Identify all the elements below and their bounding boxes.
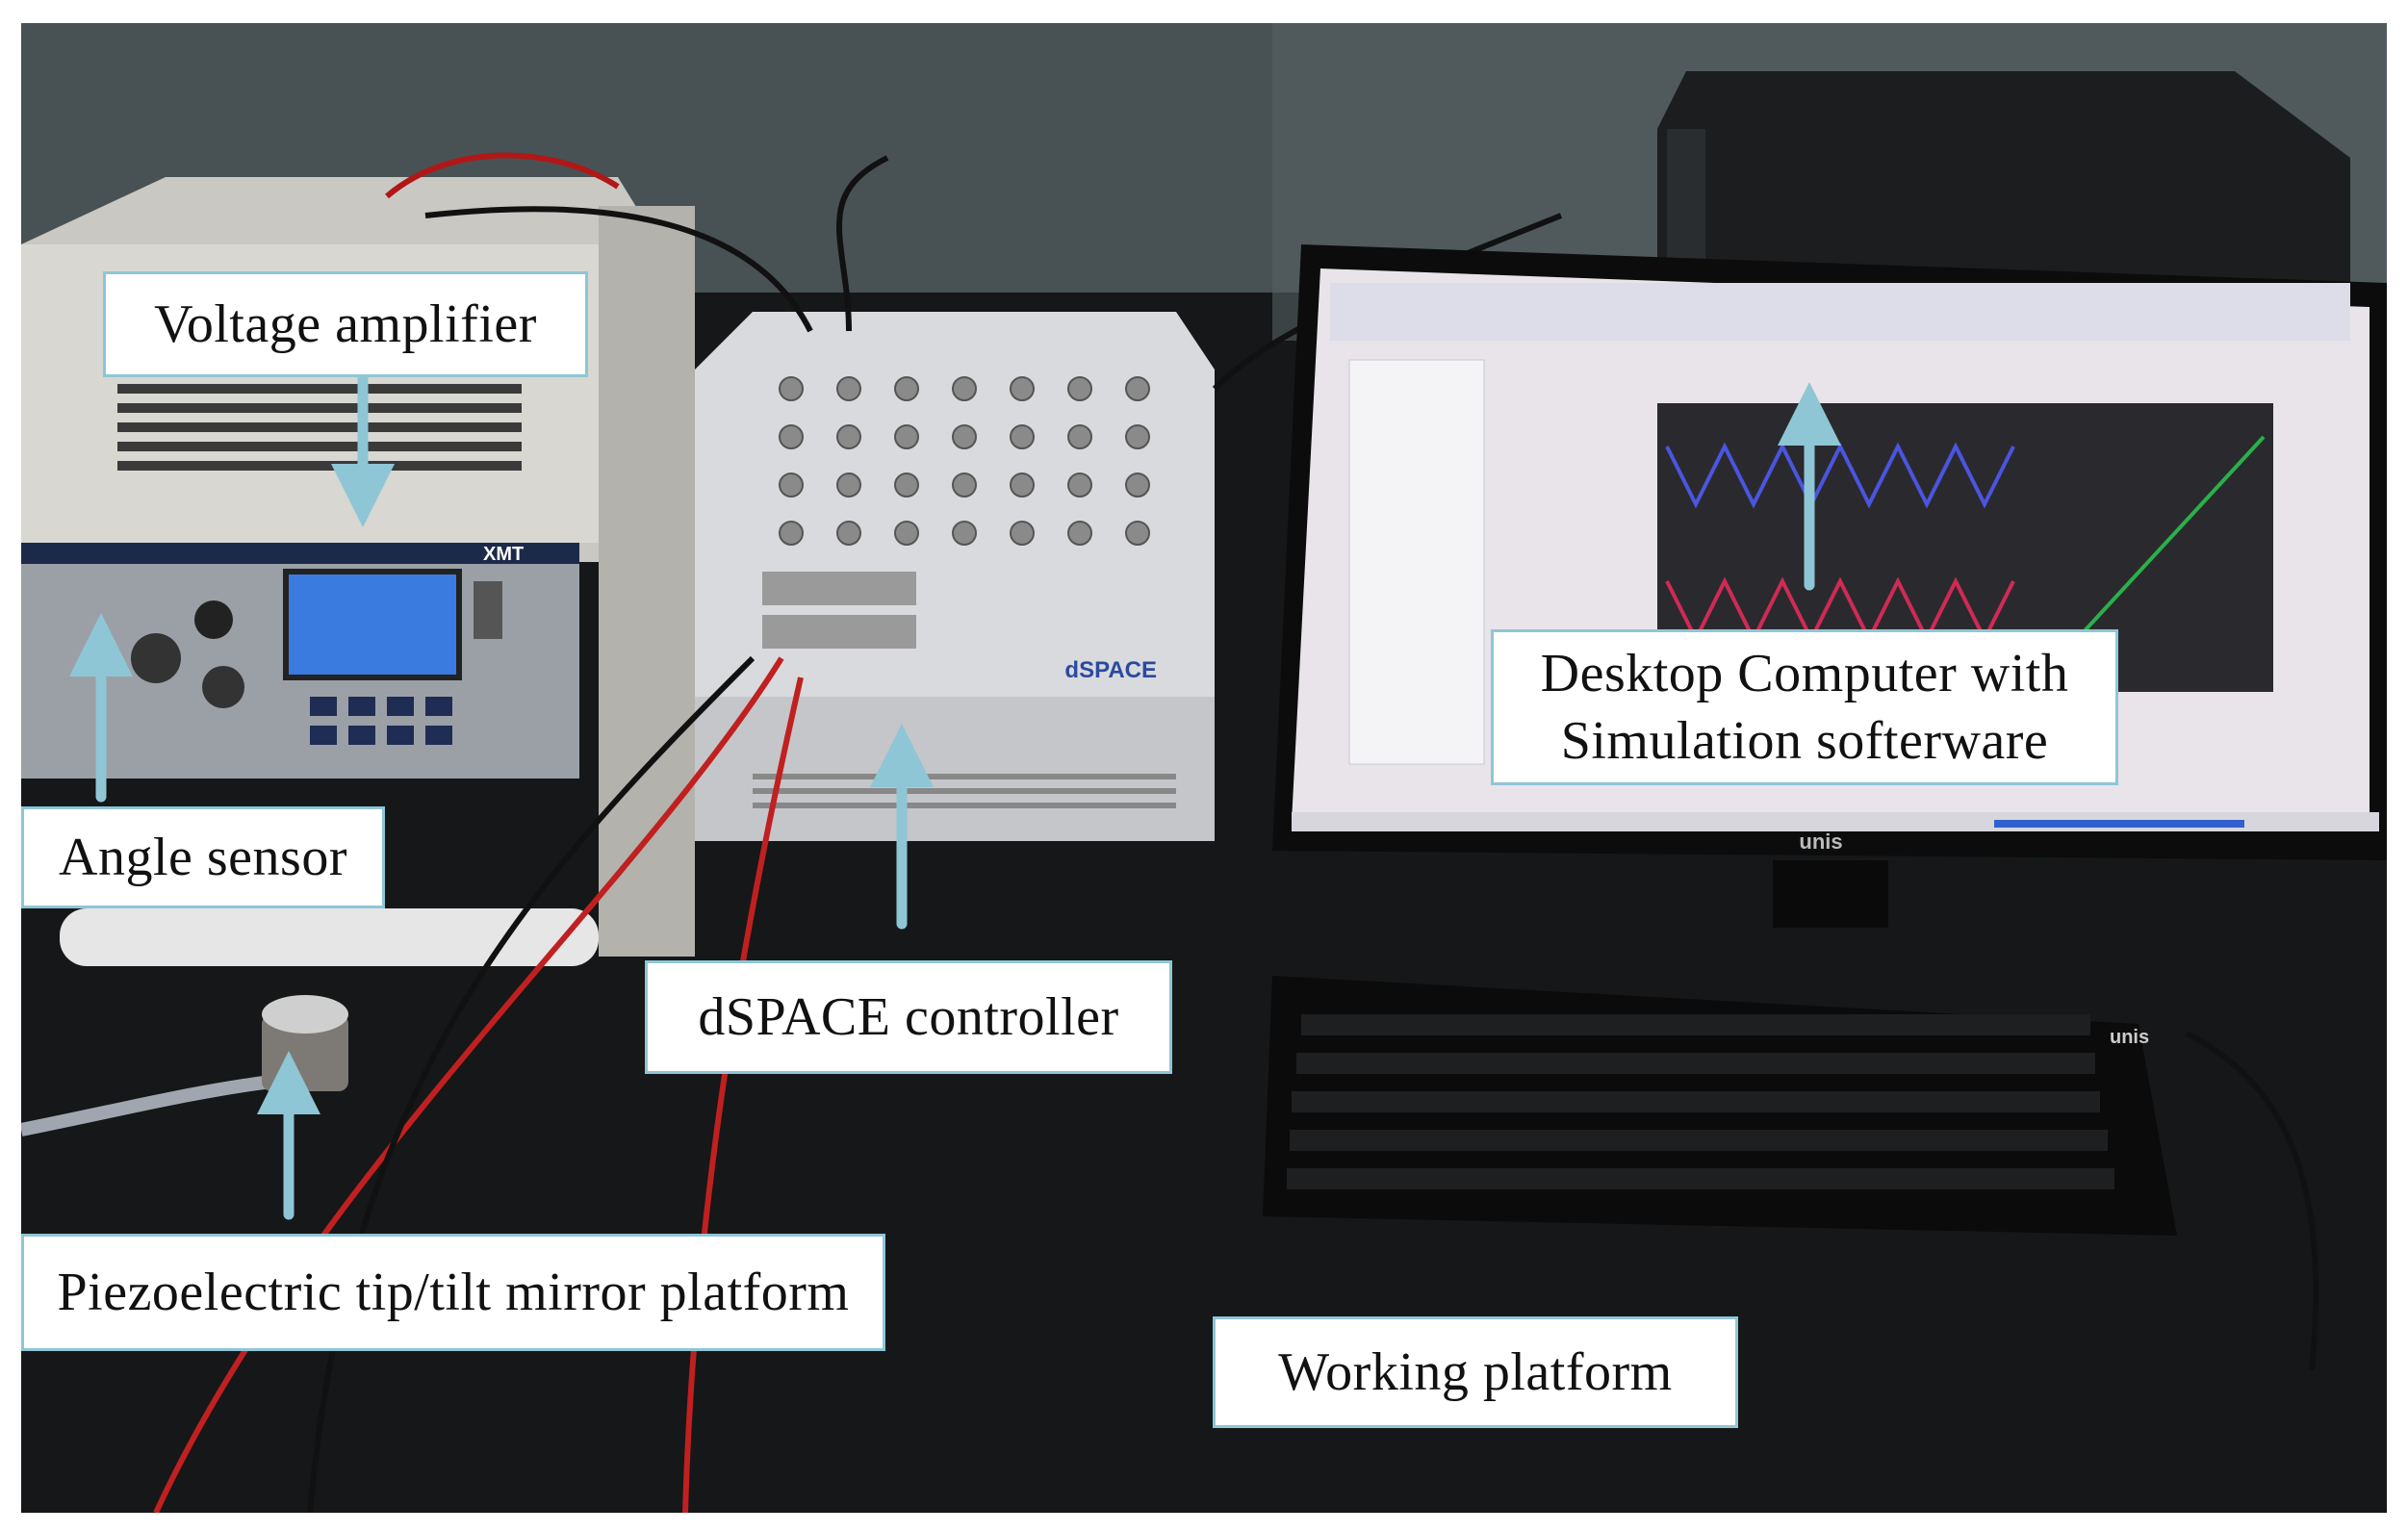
svg-text:dSPACE: dSPACE bbox=[1064, 657, 1157, 683]
label-desktop-computer: Desktop Computer with Simulation softerw… bbox=[1491, 629, 2118, 785]
svg-text:unis: unis bbox=[1799, 830, 1842, 854]
label-piezo-platform: Piezoelectric tip/tilt mirror platform bbox=[21, 1234, 885, 1351]
keyboard: unis bbox=[1263, 976, 2177, 1236]
label-voltage-amplifier: Voltage amplifier bbox=[103, 271, 588, 377]
arrow-lines bbox=[69, 371, 1841, 1220]
label-dspace-controller: dSPACE controller bbox=[645, 960, 1172, 1074]
white-cable-coil bbox=[60, 908, 599, 966]
label-working-platform: Working platform bbox=[1213, 1316, 1738, 1428]
monitor-stand bbox=[1773, 860, 1888, 928]
label-angle-sensor: Angle sensor bbox=[21, 806, 385, 908]
amplifier-display bbox=[283, 569, 462, 680]
svg-text:unis: unis bbox=[2110, 1027, 2149, 1048]
svg-text:XMT: XMT bbox=[483, 544, 524, 565]
pc-tower bbox=[1657, 71, 2350, 283]
dspace-controller-device: dSPACE bbox=[695, 312, 1215, 841]
